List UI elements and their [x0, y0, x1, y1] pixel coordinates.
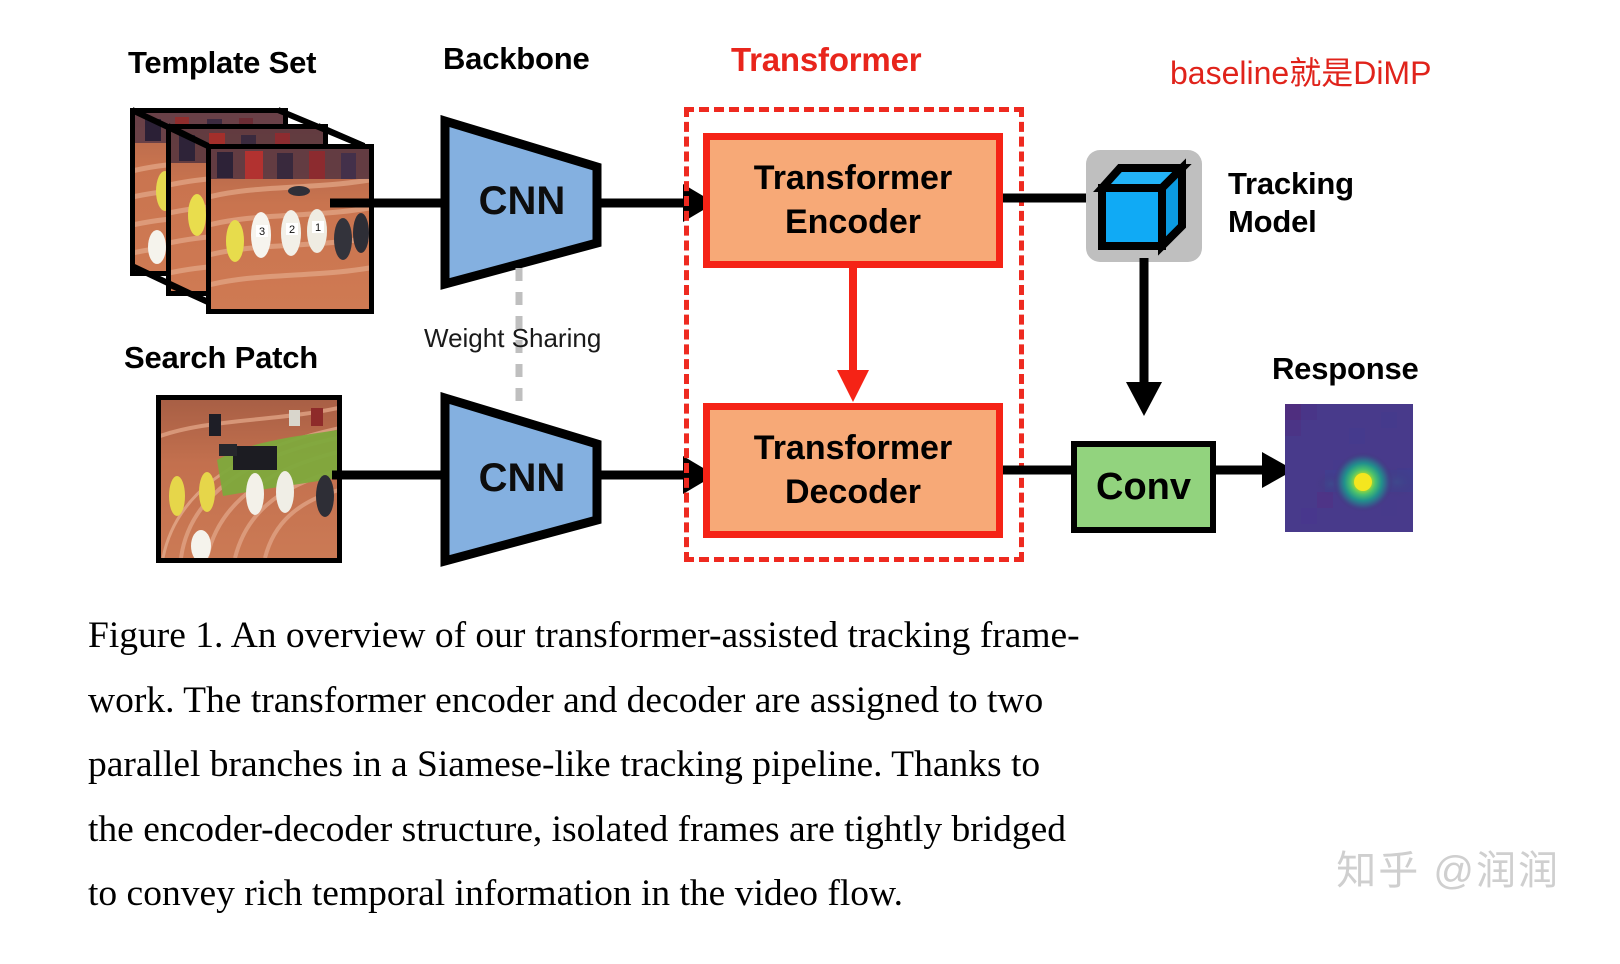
encoder-label-line1: Transformer — [753, 158, 953, 197]
template-set-image-stack: 3 2 1 — [130, 100, 374, 314]
label-response: Response — [1272, 351, 1419, 386]
arrow-cnn-to-decoder — [597, 456, 715, 494]
caption-line-4: the encoder-decoder structure, isolated … — [88, 808, 1067, 850]
arrow-template-to-cnn — [330, 198, 448, 208]
conv-block: Conv — [1071, 441, 1216, 533]
transformer-decoder-block: Transformer Decoder — [703, 403, 1003, 538]
response-heatmap — [1285, 404, 1419, 532]
label-tracking-model-line1: Tracking — [1228, 166, 1354, 201]
decoder-label-line2: Decoder — [784, 472, 922, 511]
search-patch-image — [156, 395, 342, 563]
stack-edges — [130, 107, 366, 305]
transformer-encoder-block: Transformer Encoder — [703, 133, 1003, 268]
label-tracking-model-line2: Model — [1228, 204, 1317, 240]
heatmap-icon — [1285, 404, 1419, 532]
arrow-encoder-to-decoder — [837, 266, 869, 402]
cnn-bottom-block: CNN — [437, 392, 607, 567]
figure-caption: Figure 1. An overview of our transformer… — [88, 604, 1460, 927]
encoder-label-line2: Encoder — [784, 202, 922, 241]
conv-label: Conv — [1096, 465, 1191, 508]
label-weight-sharing: Weight Sharing — [424, 323, 602, 353]
arrow-conv-to-response — [1216, 452, 1294, 488]
decoder-label-line1: Transformer — [753, 428, 953, 467]
tracking-model-badge — [1086, 150, 1202, 262]
zhihu-watermark: 知乎 @润润 — [1336, 849, 1560, 893]
caption-line-1: Figure 1. An overview of our transformer… — [88, 615, 1080, 656]
search-patch-photo — [161, 400, 337, 558]
template-frame-front: 3 2 1 — [206, 144, 374, 314]
transformer-dashed-boundary — [684, 107, 1024, 562]
label-template-set: Template Set — [128, 45, 317, 80]
cnn-top-shape — [440, 115, 602, 290]
arrow-cnn-to-encoder — [597, 184, 715, 222]
svg-text:1: 1 — [315, 222, 321, 234]
cnn-top-label: CNN — [478, 179, 566, 223]
caption-line-5: to convey rich temporal information in t… — [88, 873, 904, 914]
cube-icon — [1093, 158, 1192, 256]
line-encoder-to-tracking-model — [1003, 193, 1091, 203]
figure-diagram: Template Set Backbone Transformer baseli… — [124, 41, 1432, 567]
arrow-tracking-model-to-conv — [1126, 258, 1162, 416]
cnn-top-block: CNN — [437, 115, 607, 290]
track-photo-front: 3 2 1 — [211, 149, 369, 309]
label-transformer: Transformer — [731, 41, 922, 78]
line-decoder-to-conv — [1003, 465, 1075, 475]
caption-line-2: work. The transformer encoder and decode… — [88, 679, 1044, 721]
label-tracking-model: Tracking Model — [1228, 165, 1354, 242]
arrow-search-to-cnn — [332, 470, 450, 480]
svg-text:2: 2 — [289, 224, 295, 236]
annotation-baseline-dimp: baseline就是DiMP — [1170, 55, 1432, 91]
label-backbone: Backbone — [443, 41, 590, 76]
cnn-bottom-label: CNN — [478, 456, 566, 500]
label-search-patch: Search Patch — [124, 340, 319, 375]
caption-line-3: parallel branches in a Siamese-like trac… — [88, 744, 1041, 785]
cnn-bottom-shape — [440, 392, 602, 567]
svg-text:3: 3 — [259, 226, 265, 238]
